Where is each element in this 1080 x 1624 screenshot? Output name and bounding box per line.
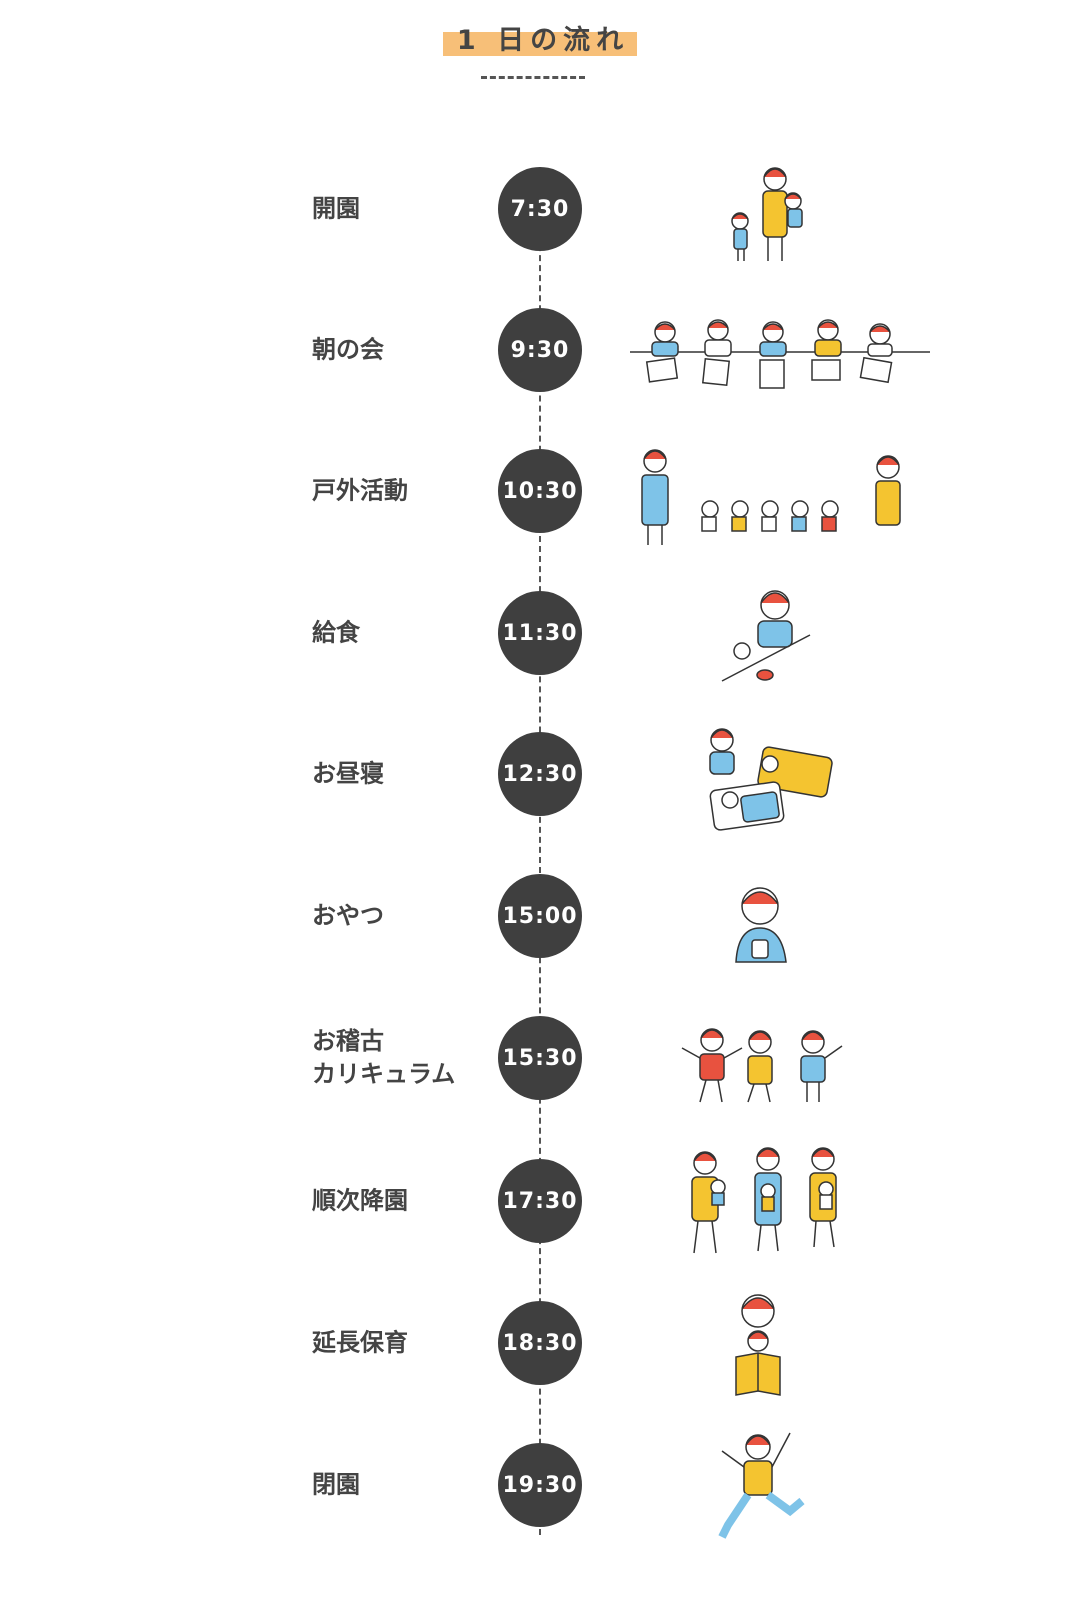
schedule-row: 延長保育 18:30 <box>0 1270 1080 1416</box>
schedule-row: 戸外活動 10:30 <box>0 418 1080 564</box>
schedule-row: 朝の会 9:30 <box>0 277 1080 423</box>
children-exercising-illustration <box>630 998 950 1118</box>
teacher-greeting-children-illustration <box>630 149 950 269</box>
time-badge: 19:30 <box>498 1443 582 1527</box>
section-title: 1 日の流れ <box>442 26 638 56</box>
activity-label: 朝の会 <box>312 335 384 364</box>
teacher-reading-book-illustration <box>630 1283 950 1403</box>
time-badge: 7:30 <box>498 167 582 251</box>
activity-label: 順次降園 <box>312 1186 408 1215</box>
time-badge: 9:30 <box>498 308 582 392</box>
section-header: 1 日の流れ <box>0 26 1080 56</box>
child-jumping-goodbye-illustration <box>630 1425 950 1545</box>
time-badge: 17:30 <box>498 1159 582 1243</box>
teacher-feeding-child-illustration <box>630 573 950 693</box>
schedule-row: 順次降園 17:30 <box>0 1128 1080 1274</box>
activity-label: お昼寝 <box>312 759 384 788</box>
activity-label: 給食 <box>312 618 360 647</box>
activity-label: おやつ <box>312 901 384 930</box>
time-badge: 11:30 <box>498 591 582 675</box>
activity-label: 延長保育 <box>312 1328 408 1357</box>
activity-label: お稽古 カリキュラム <box>312 1027 456 1088</box>
children-walking-outdoors-illustration <box>630 431 950 551</box>
time-badge: 12:30 <box>498 732 582 816</box>
activity-label: 戸外活動 <box>312 476 408 505</box>
schedule-row: おやつ 15:00 <box>0 843 1080 989</box>
time-badge: 15:30 <box>498 1016 582 1100</box>
children-drawing-illustration <box>630 290 950 410</box>
activity-label: 閉園 <box>312 1470 360 1499</box>
child-eating-snack-illustration <box>630 856 950 976</box>
activity-label: 開園 <box>312 194 360 223</box>
schedule-row: 給食 11:30 <box>0 560 1080 706</box>
schedule-row: お稽古 カリキュラム 15:30 <box>0 985 1080 1131</box>
time-badge: 10:30 <box>498 449 582 533</box>
schedule-row: 閉園 19:30 <box>0 1412 1080 1558</box>
title-divider <box>481 76 585 79</box>
parents-picking-up-children-illustration <box>630 1141 950 1261</box>
schedule-row: お昼寝 12:30 <box>0 701 1080 847</box>
time-badge: 15:00 <box>498 874 582 958</box>
time-badge: 18:30 <box>498 1301 582 1385</box>
children-napping-illustration <box>630 714 950 834</box>
schedule-row: 開園 7:30 <box>0 136 1080 282</box>
